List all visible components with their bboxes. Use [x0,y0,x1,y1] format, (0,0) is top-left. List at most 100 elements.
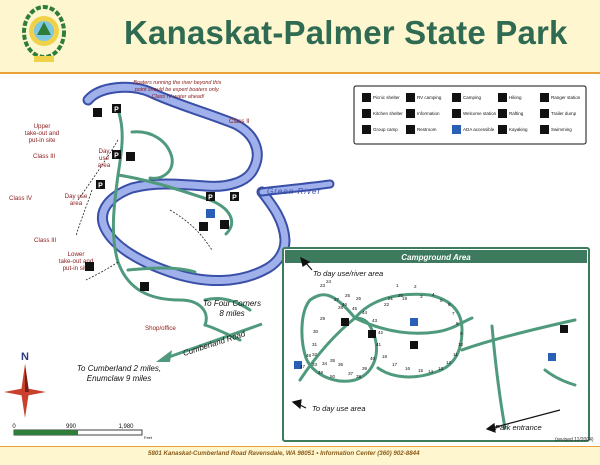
campsite-number: 9 [460,331,463,336]
kitchen-shelter-icon [362,109,371,118]
campsite-number: 1 [396,283,399,288]
campsite-number: 27 [334,297,340,302]
campground-to-day-use: To day use area [312,404,366,413]
picnic-shelter-icon [126,152,135,161]
label-green-river: Green River [267,187,321,196]
campsite-number: 44 [362,310,368,315]
ada-accessible-icon [548,353,556,361]
ada-accessible-icon [410,318,418,326]
svg-text:P: P [98,183,103,190]
campsite-number: 22 [384,302,390,307]
campsite-number: 23 [320,283,326,288]
rv-camping-icon [406,93,415,102]
campsite-number: 25 [345,293,351,298]
campground-title: Campground Area [401,253,471,262]
legend-label-trailer-dump: Trailer dump [551,111,577,116]
legend-label-hiking: Hiking [509,95,522,100]
compass-rose: N [4,351,46,418]
campsite-number: 26 [356,296,362,301]
state-parks-seal [20,2,68,68]
map-header: Kanaskat-Palmer State Park [0,0,600,74]
legend-label-swimming: Swimming [551,127,572,132]
parking-icon [112,104,121,113]
label-class-ii: Class II [229,118,250,125]
restroom-icon [199,222,208,231]
label-class-iii-a: Class III [33,153,56,160]
campground-roads [298,292,577,430]
to-four-corners-road [203,296,252,312]
camping-icon [452,93,461,102]
picnic-shelter-icon [362,93,371,102]
campsite-number: 30 [313,329,319,334]
campsite-number: 17 [392,362,398,367]
campsite-number: 18 [382,354,388,359]
scale-unit: Feet [144,435,153,440]
parking-icon [112,150,121,159]
campsite-number: 39 [362,366,368,371]
label-class-iii-b: Class III [34,237,57,244]
legend-label-group-camp: Group camp [373,127,398,132]
campsite-number: 36 [338,362,344,367]
campsite-number: 29 [320,316,326,321]
camping-icon [368,330,376,338]
legend-label-restroom: Restroom [417,127,437,132]
campsite-number: 32 [312,352,318,357]
campsite-number: 43 [372,318,378,323]
river-east-fill [259,181,333,195]
cumberland-road-line [165,322,263,360]
shop-road [126,266,197,274]
legend-label-picnic-shelter: Picnic shelter [373,95,400,100]
welcome-station-icon [452,109,461,118]
main-road [111,108,208,327]
ada-accessible-icon [206,209,215,218]
campsite-number: 3 [420,294,423,299]
rafting-icon [498,109,507,118]
legend-label-kayaking: Kayaking [509,127,528,132]
main-map-icons: P P P P P [85,104,239,291]
legend-label-ranger-station: Ranger station [551,95,581,100]
kayaking-icon [498,125,507,134]
restroom-icon [341,318,349,326]
compass-north: N [21,351,29,363]
campsite-number: 13 [438,366,444,371]
upper-loop-road [130,130,174,180]
label-shop-office: Shop/office [145,325,176,332]
ranger-station-icon [140,282,149,291]
river-fill [84,83,289,285]
campsite-number: 16 [405,366,411,371]
campsite-number: 31 [312,342,318,347]
ranger-station-icon [540,93,549,102]
campground-to-day-use-river: To day use/river area [313,269,383,278]
legend-label-welcome-station: Welcome station [463,111,497,116]
campground-icons [294,318,568,369]
legend-label-kitchen-shelter: Kitchen shelter [373,111,403,116]
label-class-iv: Class IV [9,195,33,202]
campsite-number: 6 [448,302,451,307]
svg-text:P: P [114,107,119,114]
campsite-number: 14 [428,369,434,374]
campground-inset [282,247,590,442]
campsite-number: 8 [456,321,459,326]
campsite-number: 20 [398,293,404,298]
swimming-icon [540,125,549,134]
parking-icon [230,192,239,201]
svg-text:P: P [208,195,213,202]
to-cumberland-road [203,323,242,342]
campsite-number: 37 [348,371,354,376]
main-map-labels: Boaters running the river beyond this po… [9,80,250,332]
campsite-number: 47 [300,364,306,369]
campsite-number: 42 [378,330,384,335]
footer-revision: (revised 11/2004) [555,437,594,443]
campsite-number: 15 [418,368,424,373]
label-cumberland: To Cumberland 2 miles,Enumclaw 9 miles [77,364,161,383]
scale-tick-1980: 1,980 [118,424,134,430]
campsite-number: 41 [376,342,382,347]
camping-icon [93,108,102,117]
